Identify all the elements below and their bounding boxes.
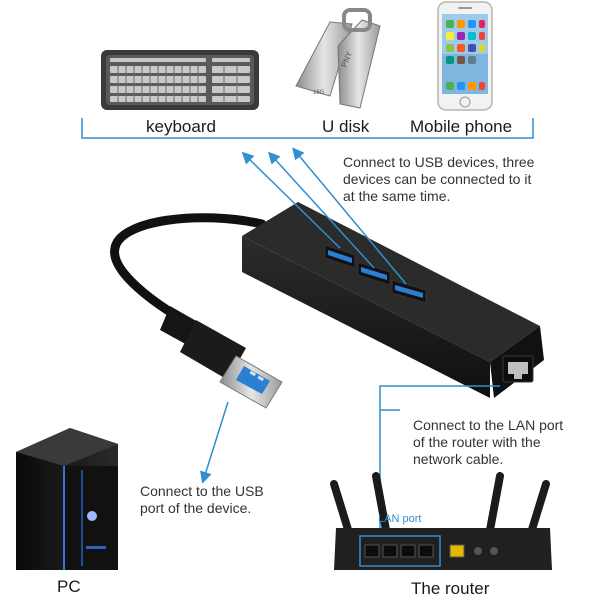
usb-port-1 [324,244,356,269]
lan-note-line-2: of the router with the [413,434,541,450]
usb-connection-arrows [241,147,407,285]
keyboard-image [101,50,259,110]
udisk-capacity-text: 16G [313,90,325,96]
mobile-phone-image [437,1,493,111]
usb-note-line-2: devices can be connected to it [343,171,532,187]
devices-bracket [81,118,534,139]
udisk-image: PNY 16G [295,8,381,109]
pc-note-line-1: Connect to the USB [140,483,264,499]
pc-connection-arrow [200,401,229,484]
usb-port-3 [391,279,427,304]
usb-devices-note: Connect to USB devices, three devices ca… [343,154,593,205]
lan-port-label: LAN port [378,513,422,525]
router-label: The router [411,579,490,598]
lan-note-line-3: network cable. [413,451,504,467]
usb-port-2 [357,261,391,286]
pc-label: PC [57,577,81,596]
udisk-label: U disk [322,117,370,136]
router-image [330,472,552,570]
lan-note-line-1: Connect to the LAN port [413,417,564,433]
usb-note-line-3: at the same time. [343,188,451,204]
pc-note-line-2: port of the device. [140,500,252,516]
pc-tower-image [16,428,118,570]
mobile-phone-label: Mobile phone [410,117,513,136]
keyboard-label: keyboard [146,117,216,136]
ethernet-port [502,355,534,383]
usb-cable [110,213,283,409]
lan-port-highlight [359,535,441,567]
usb-plug [219,355,283,409]
usb-hub [242,202,544,398]
pc-connection-note: Connect to the USB port of the device. [140,483,310,517]
usb-note-line-1: Connect to USB devices, three [343,154,535,170]
lan-connection-note: Connect to the LAN port of the router wi… [413,417,597,468]
